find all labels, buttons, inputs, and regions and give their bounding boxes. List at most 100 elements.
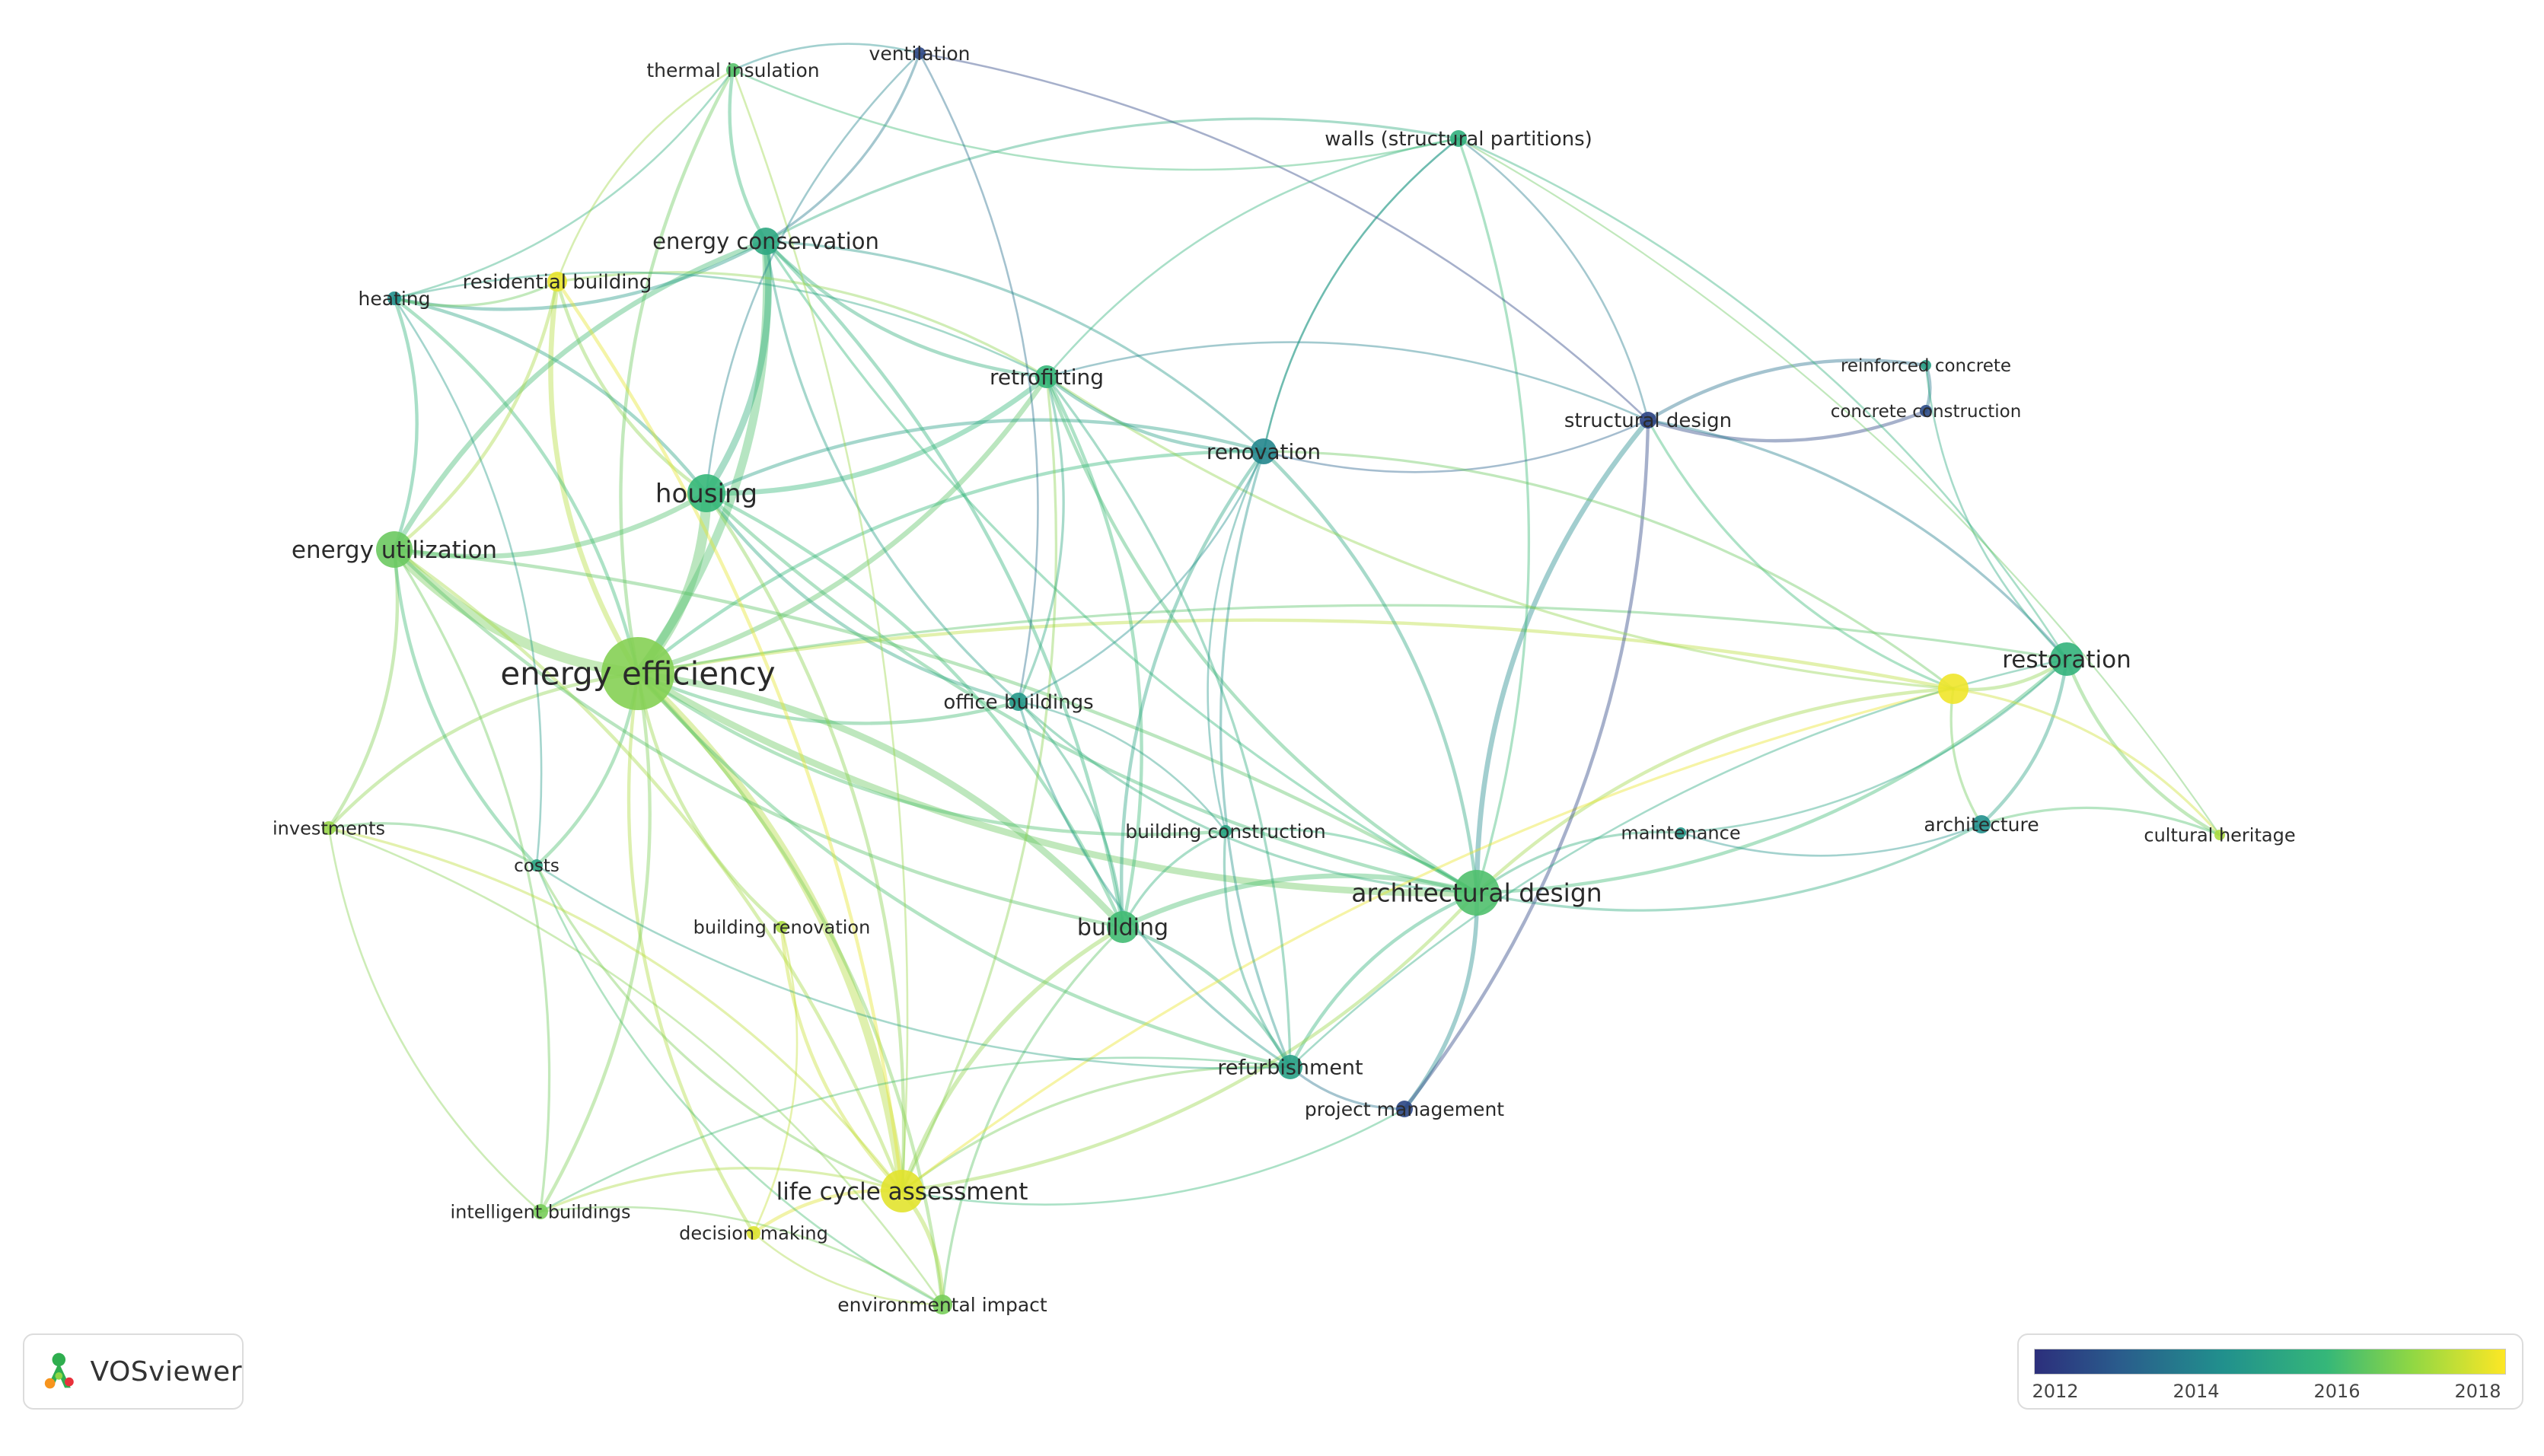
- link-energy-conservation-heating: [392, 239, 768, 311]
- link-architectural-design-office-buildings: [1017, 700, 1478, 894]
- link-energy-efficiency-decision-making: [626, 671, 756, 1235]
- link-architectural-design-maintenance: [1475, 830, 1682, 894]
- node-costs[interactable]: [531, 859, 543, 871]
- link-building-construction-refurbishment: [1223, 830, 1292, 1069]
- link-architectural-design-structural-design: [1474, 417, 1651, 896]
- node-environmental-impact[interactable]: [932, 1295, 952, 1314]
- link-housing-energy-utilization: [391, 490, 709, 559]
- node-maintenance[interactable]: [1675, 827, 1686, 838]
- label-restoration[interactable]: restoration: [2002, 646, 2131, 674]
- link-walls-structural-design: [1457, 137, 1650, 422]
- node-office-buildings[interactable]: [1009, 693, 1028, 711]
- link-architectural-design-building-construction: [1224, 827, 1478, 894]
- link-life-cycle-assessment-costs: [535, 864, 904, 1193]
- link-building-renovation-decision-making: [752, 926, 799, 1235]
- node-thermal-insulation[interactable]: [726, 63, 740, 77]
- node-reinforced-concrete[interactable]: [1921, 360, 1931, 371]
- node-cultural-heritage[interactable]: [2214, 830, 2225, 840]
- node-building-renovation[interactable]: [776, 921, 788, 933]
- label-energy-utilization[interactable]: energy utilization: [292, 537, 497, 564]
- link-structural-design-retrofitting: [1045, 341, 1650, 422]
- node-renovation[interactable]: [1251, 438, 1277, 464]
- node-ventilation[interactable]: [913, 47, 926, 59]
- label-architecture[interactable]: architecture: [1924, 814, 2039, 836]
- label-environmental-impact[interactable]: environmental impact: [837, 1294, 1047, 1316]
- node-restoration[interactable]: [2050, 642, 2083, 676]
- label-refurbishment[interactable]: refurbishment: [1217, 1056, 1363, 1079]
- link-retrofitting-walls: [1045, 137, 1460, 378]
- link-energy-efficiency-intelligent-buildings: [538, 671, 652, 1214]
- node-retrofitting[interactable]: [1035, 365, 1058, 388]
- label-decision-making[interactable]: decision making: [679, 1222, 828, 1244]
- label-project-management[interactable]: project management: [1305, 1098, 1504, 1120]
- node-housing[interactable]: [687, 474, 725, 512]
- label-building-construction[interactable]: building construction: [1125, 820, 1326, 843]
- network-links: [327, 43, 2222, 1307]
- link-structural-design-restoration: [1647, 419, 2068, 661]
- link-architectural-design-retrofitting: [1044, 374, 1479, 895]
- node-project-management[interactable]: [1396, 1101, 1413, 1117]
- network-nodes: [322, 47, 2225, 1314]
- label-building[interactable]: building: [1077, 915, 1168, 941]
- node-energy-efficiency[interactable]: [601, 637, 674, 710]
- label-retrofitting[interactable]: retrofitting: [990, 365, 1104, 390]
- label-residential-building[interactable]: residential building: [463, 271, 652, 294]
- label-office-buildings[interactable]: office buildings: [943, 691, 1093, 714]
- link-heating-thermal-insulation: [393, 68, 735, 300]
- label-architectural-design[interactable]: architectural design: [1351, 878, 1602, 908]
- label-building-renovation[interactable]: building renovation: [693, 916, 871, 938]
- link-reinforced-concrete-restoration: [1924, 364, 2068, 661]
- link-energy-efficiency-investments: [327, 671, 640, 830]
- node-architecture[interactable]: [1972, 815, 1991, 833]
- node-intelligent-buildings[interactable]: [533, 1204, 548, 1219]
- label-cultural-heritage[interactable]: cultural heritage: [2144, 824, 2295, 846]
- node-decision-making[interactable]: [747, 1226, 760, 1240]
- label-life-cycle-assessment[interactable]: life cycle assessment: [776, 1178, 1028, 1206]
- link-structural-design-ventilation: [918, 52, 1650, 422]
- label-maintenance[interactable]: maintenance: [1621, 822, 1740, 843]
- year-color-legend: 2012 2014 2016 2018: [2017, 1333, 2523, 1410]
- label-intelligent-buildings[interactable]: intelligent buildings: [451, 1201, 631, 1222]
- node-walls[interactable]: [1450, 130, 1467, 147]
- link-life-cycle-assessment-investments: [327, 827, 904, 1193]
- label-energy-efficiency[interactable]: energy efficiency: [500, 655, 775, 693]
- link-building-office-buildings: [1017, 700, 1124, 929]
- node-unlabeled-yellow[interactable]: [1938, 674, 1969, 704]
- legend-tick-2012: 2012: [2032, 1381, 2079, 1402]
- node-concrete-construction[interactable]: [1920, 405, 1932, 417]
- node-energy-conservation[interactable]: [752, 228, 779, 255]
- node-building[interactable]: [1107, 911, 1139, 943]
- label-walls[interactable]: walls (structural partitions): [1325, 128, 1592, 151]
- label-heating[interactable]: heating: [358, 288, 430, 310]
- link-energy-efficiency-energy-utilization: [389, 544, 643, 679]
- link-thermal-insulation-walls: [732, 68, 1460, 171]
- link-energy-utilization-residential-building: [392, 279, 559, 552]
- label-housing[interactable]: housing: [655, 479, 757, 509]
- node-investments[interactable]: [322, 821, 336, 835]
- link-building-life-cycle-assessment: [900, 925, 1125, 1193]
- node-life-cycle-assessment[interactable]: [881, 1170, 923, 1212]
- node-heating[interactable]: [387, 292, 401, 305]
- node-energy-utilization[interactable]: [376, 531, 413, 568]
- label-thermal-insulation[interactable]: thermal insulation: [646, 59, 819, 81]
- link-energy-conservation-building: [764, 239, 1125, 929]
- label-reinforced-concrete[interactable]: reinforced concrete: [1841, 356, 2011, 376]
- node-structural-design[interactable]: [1640, 412, 1656, 429]
- link-energy-conservation-renovation: [764, 240, 1265, 453]
- link-building-renovation: [1120, 449, 1266, 929]
- vosviewer-logo-icon: [44, 1352, 74, 1389]
- label-concrete-construction[interactable]: concrete construction: [1831, 402, 2022, 422]
- label-energy-conservation[interactable]: energy conservation: [652, 228, 879, 254]
- label-costs[interactable]: costs: [514, 856, 559, 876]
- label-renovation[interactable]: renovation: [1207, 439, 1321, 464]
- node-residential-building[interactable]: [547, 272, 567, 292]
- label-ventilation[interactable]: ventilation: [869, 43, 971, 65]
- label-investments[interactable]: investments: [273, 817, 385, 839]
- node-building-construction[interactable]: [1219, 825, 1232, 837]
- link-thermal-insulation-ventilation: [732, 43, 921, 72]
- node-refurbishment[interactable]: [1278, 1055, 1302, 1079]
- node-architectural-design[interactable]: [1454, 870, 1500, 916]
- label-structural-design[interactable]: structural design: [1564, 409, 1732, 432]
- link-energy-utilization-heating: [392, 296, 419, 552]
